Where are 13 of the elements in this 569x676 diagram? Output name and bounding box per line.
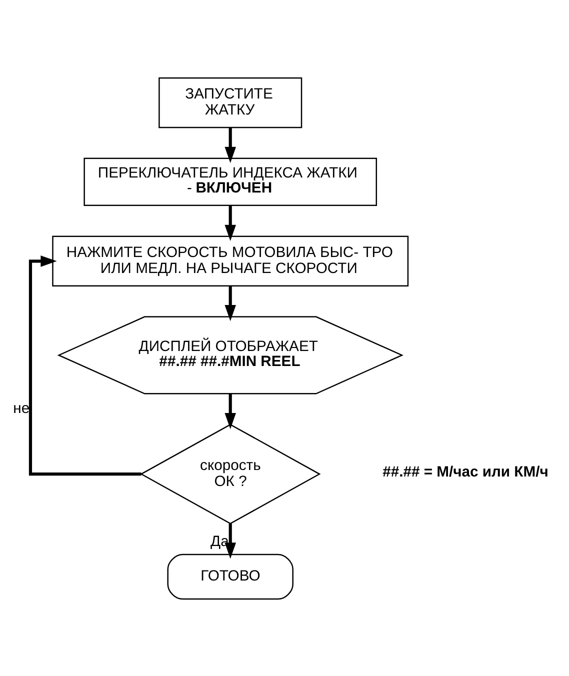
edge-label: не [13,400,30,416]
node-box: ЗАПУСТИТЕ ЖАТКУ [158,76,302,128]
node-diamond: скорость ОК ? [140,423,321,524]
label: ##.## = М/час или КМ/ч [382,464,548,480]
arrow [224,127,236,163]
arrow [224,205,236,240]
node-box: НАЖМИТЕ СКОРОСТЬ МОТОВИЛА БЫС- ТРО ИЛИ МЕДЛ. НА РЫЧАГЕ СКОРОСТИ [52,235,409,286]
node-box: ГОТОВО [167,553,294,600]
arrow [224,393,236,429]
node-box: ПЕРЕКЛЮЧАТЕЛЬ ИНДЕКСА ЖАТКИ - ВКЛЮЧЕН [84,157,378,206]
arrow [224,523,236,558]
arrow [28,255,142,476]
arrow [224,286,236,321]
